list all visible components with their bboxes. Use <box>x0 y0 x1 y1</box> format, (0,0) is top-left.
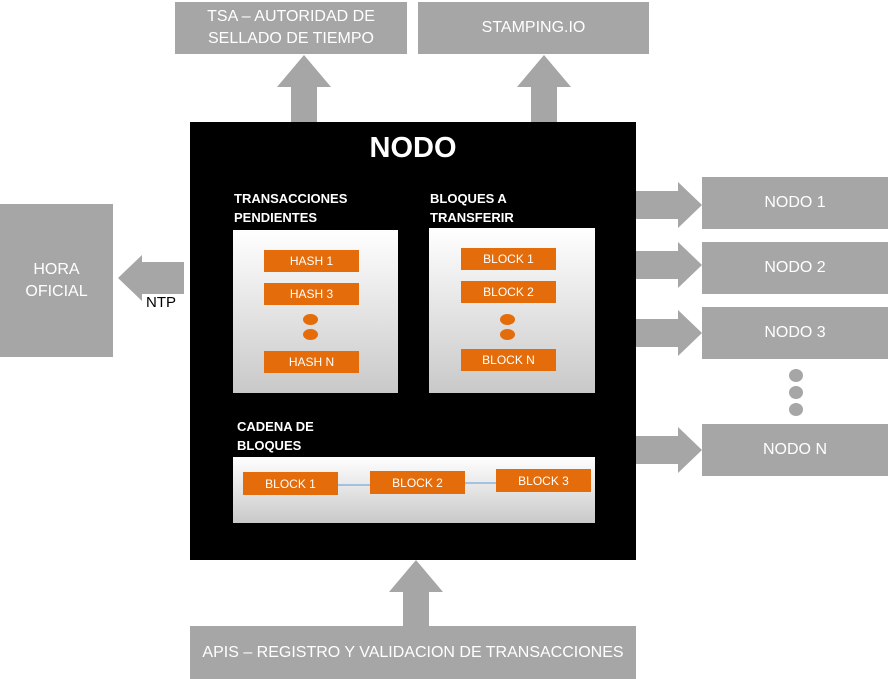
nodo-container: NODO TRANSACCIONES PENDIENTES HASH 1 HAS… <box>190 122 636 560</box>
peer-label: NODO 1 <box>764 194 826 211</box>
tsa-label-line2: SELLADO DE TIEMPO <box>208 30 374 47</box>
chain-block: BLOCK 2 <box>370 471 465 494</box>
apis-box: APIS – REGISTRO Y VALIDACION DE TRANSACC… <box>190 626 636 679</box>
chain-label-line2: BLOQUES <box>237 438 302 453</box>
peer-label: NODO 2 <box>764 259 826 276</box>
transfer-label-line1: BLOQUES A <box>430 191 507 206</box>
chain-label: CADENA DE BLOQUES <box>237 417 314 455</box>
tsa-label-line1: TSA – AUTORIDAD DE <box>207 8 375 25</box>
peer-ellipsis-dot <box>789 369 803 382</box>
chain-panel: BLOCK 1 BLOCK 2 BLOCK 3 <box>233 457 595 523</box>
arrow-to-nodo-3 <box>636 310 702 356</box>
ntp-label: NTP <box>146 294 176 311</box>
ellipsis-dot <box>500 329 515 340</box>
arrow-to-nodo-n <box>636 427 702 473</box>
peer-label: NODO N <box>763 441 827 458</box>
transfer-item: BLOCK 2 <box>461 281 556 303</box>
pending-item: HASH 3 <box>264 283 359 305</box>
apis-label: APIS – REGISTRO Y VALIDACION DE TRANSACC… <box>202 643 624 661</box>
peer-nodo-2: NODO 2 <box>702 242 888 294</box>
ellipsis-dot <box>500 314 515 325</box>
pending-label: TRANSACCIONES PENDIENTES <box>234 189 347 227</box>
ellipsis-dot <box>303 329 318 340</box>
transfer-panel: BLOCK 1 BLOCK 2 BLOCK N <box>429 228 595 393</box>
hora-oficial-box: HORA OFICIAL <box>0 204 113 357</box>
chain-block: BLOCK 3 <box>496 469 591 492</box>
ellipsis-dot <box>303 314 318 325</box>
stamping-label: STAMPING.IO <box>481 19 586 36</box>
peer-nodo-1: NODO 1 <box>702 177 888 229</box>
arrow-to-hora <box>118 255 184 301</box>
arrow-to-tsa <box>277 55 331 122</box>
chain-label-line1: CADENA DE <box>237 419 314 434</box>
pending-label-line2: PENDIENTES <box>234 210 318 225</box>
peer-nodo-n: NODO N <box>702 424 888 476</box>
peer-label: NODO 3 <box>764 324 826 341</box>
transfer-label-line2: TRANSFERIR <box>430 210 514 225</box>
peer-ellipsis-dot <box>789 386 803 399</box>
stamping-box: STAMPING.IO <box>418 2 649 54</box>
hora-label-line2: OFICIAL <box>25 282 88 300</box>
arrow-to-stamping <box>517 55 571 122</box>
chain-block: BLOCK 1 <box>243 472 338 495</box>
pending-label-line1: TRANSACCIONES <box>234 191 348 206</box>
hora-label-line1: HORA <box>33 260 80 278</box>
transfer-label: BLOQUES A TRANSFERIR <box>430 189 514 227</box>
transfer-item: BLOCK 1 <box>461 248 556 270</box>
tsa-box: TSA – AUTORIDAD DE SELLADO DE TIEMPO <box>175 2 407 54</box>
peer-nodo-3: NODO 3 <box>702 307 888 359</box>
arrow-to-nodo-1 <box>636 182 702 228</box>
nodo-title: NODO <box>369 132 457 164</box>
pending-item: HASH 1 <box>264 250 359 272</box>
pending-item: HASH N <box>264 351 359 373</box>
transfer-item: BLOCK N <box>461 349 556 371</box>
pending-panel: HASH 1 HASH 3 HASH N <box>233 230 398 393</box>
arrow-to-nodo-2 <box>636 242 702 288</box>
peer-ellipsis-dot <box>789 403 803 416</box>
arrow-from-apis <box>389 560 443 626</box>
chain-links <box>338 482 496 486</box>
